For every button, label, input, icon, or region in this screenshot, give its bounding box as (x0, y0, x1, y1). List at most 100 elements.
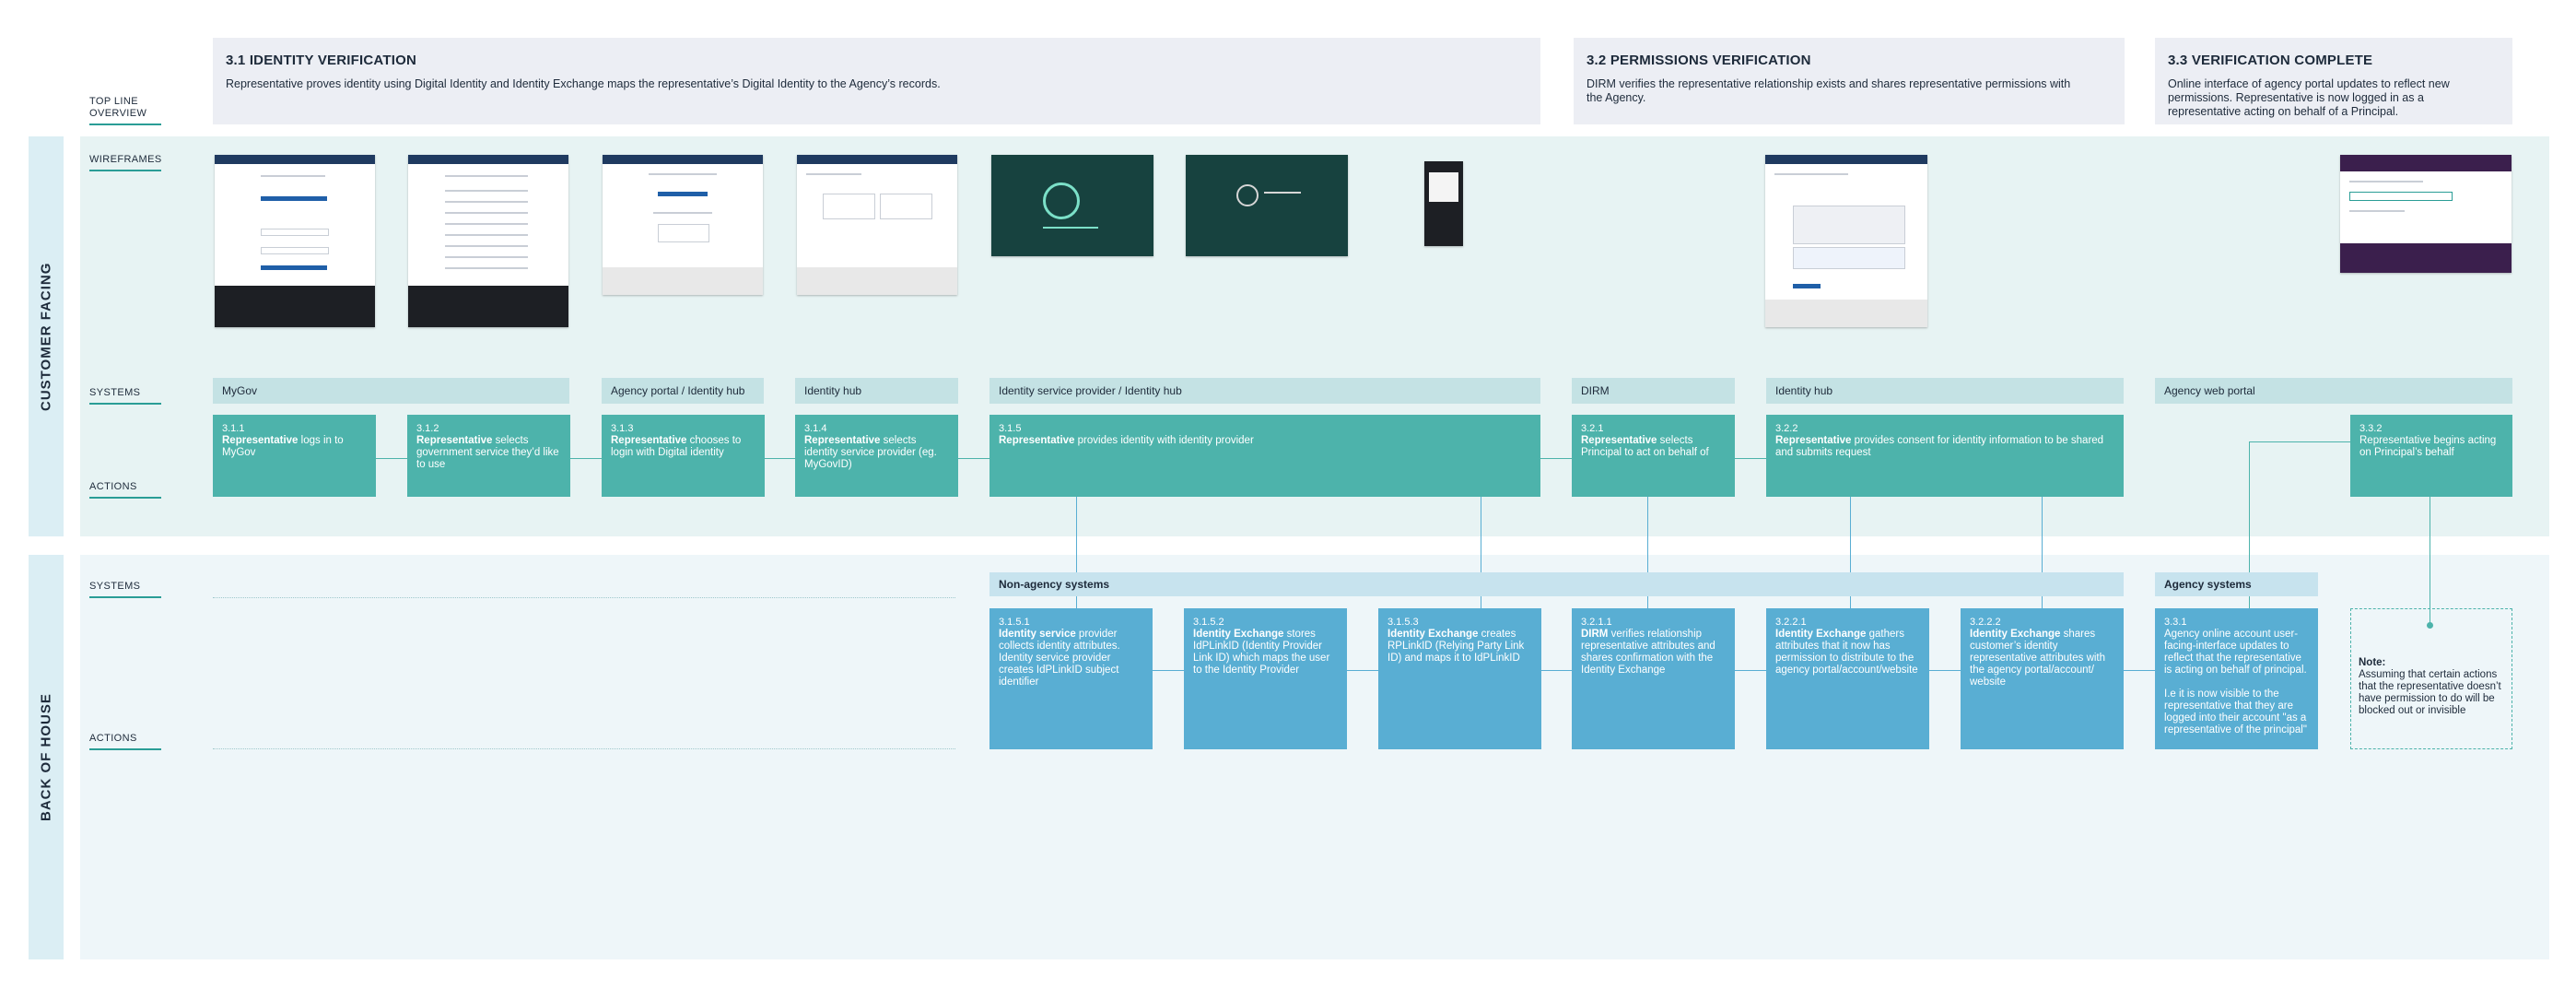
system-agency: Agency systems (2155, 572, 2318, 596)
action-text: chooses to login with Digital identity (611, 435, 742, 458)
phase-desc: Online interface of agency portal update… (2168, 77, 2450, 118)
systems-cf-row-label: SYSTEMS (89, 387, 161, 405)
system-non-agency: Non-agency systems (989, 572, 2124, 596)
phase-desc: Representative proves identity using Dig… (226, 77, 941, 90)
action-num: 3.3.2 (2359, 423, 2383, 434)
mygov-services-wireframe (408, 155, 568, 327)
system-identity-hub-2: Identity hub (1766, 378, 2124, 404)
action-num: 3.1.5 (999, 423, 1022, 434)
connector-line (763, 458, 798, 459)
action-text: creates RPLinkID (Relying Party Link ID)… (1388, 629, 1525, 664)
action-text: logs in to MyGov (222, 435, 344, 458)
section-back-of-house-label: BACK OF HOUSE (38, 693, 54, 821)
note-text: Assuming that certain actions that the r… (2359, 669, 2501, 716)
connector-line (568, 458, 603, 459)
action-text: provider collects identity attributes. I… (999, 629, 1120, 688)
action-num: 3.1.4 (804, 423, 827, 434)
action-actor: Identity service (999, 629, 1076, 640)
top-line-overview-label: TOP LINE OVERVIEW (89, 96, 161, 125)
connector-vertical (1850, 497, 1851, 609)
action-num: 3.1.5.1 (999, 617, 1030, 628)
action-text: selects identity service provider (eg. M… (804, 435, 937, 470)
system-identity-hub: Identity hub (795, 378, 958, 404)
mobile-app-wireframe (1424, 161, 1463, 246)
action-actor: Representative (1581, 435, 1657, 446)
connector-vertical (1647, 497, 1648, 609)
action-text: selects Principal to act on behalf of (1581, 435, 1709, 458)
action-actor: Representative (611, 435, 687, 446)
action-text: selects government service they’d like t… (416, 435, 559, 470)
digital-identity-login-wireframe (603, 155, 763, 295)
code-verify-wireframe (1186, 155, 1348, 256)
connector-line (1345, 670, 1380, 671)
phase-title: 3.2 PERMISSIONS VERIFICATION (1587, 53, 1811, 68)
phase-identity-verification: 3.1 IDENTITY VERIFICATION Representative… (213, 38, 1540, 124)
phase-permissions-verification: 3.2 PERMISSIONS VERIFICATION DIRM verifi… (1574, 38, 2125, 124)
action-num: 3.2.2.1 (1775, 617, 1807, 628)
action-text: provides identity with identity provider (1074, 435, 1254, 446)
wireframes-row-label: WIREFRAMES (89, 154, 161, 171)
note-label: Note: (2359, 657, 2386, 668)
system-agency-portal-identity-hub: Agency portal / Identity hub (602, 378, 764, 404)
phase-desc: DIRM verifies the representative relatio… (1587, 77, 2071, 104)
note-box: Note: Assuming that certain actions that… (2350, 608, 2512, 749)
action-num: 3.1.5.3 (1388, 617, 1419, 628)
connector-vertical (1076, 497, 1077, 609)
connector-line (957, 458, 992, 459)
identity-provider-select-wireframe (797, 155, 957, 295)
actions-cf-row-label: ACTIONS (89, 481, 161, 499)
action-num: 3.2.2 (1775, 423, 1798, 434)
section-customer-facing-label: CUSTOMER FACING (38, 262, 54, 411)
action-text-extra: I.e it is now visible to the representat… (2164, 688, 2307, 735)
mygov-login-wireframe (215, 155, 375, 327)
dotted-guide (213, 748, 955, 749)
connector-line (374, 458, 409, 459)
action-text: gathers attributes that it now has permi… (1775, 629, 1918, 676)
system-mygov: MyGov (213, 378, 569, 404)
action-actor: Identity Exchange (1775, 629, 1867, 640)
agency-portal-wireframe (2340, 155, 2512, 273)
connector-line (1734, 670, 1769, 671)
action-actor: Representative (1775, 435, 1852, 446)
action-actor: DIRM (1581, 629, 1609, 640)
action-actor: Representative (222, 435, 299, 446)
action-text: Agency online account user-facing-interf… (2164, 629, 2307, 676)
action-actor: Representative (804, 435, 881, 446)
systems-bh-row-label: SYSTEMS (89, 581, 161, 598)
action-actor: Representative (999, 435, 1075, 446)
action-actor: Identity Exchange (1970, 629, 2061, 640)
connector-line (1734, 458, 1769, 459)
action-num: 3.2.2.2 (1970, 617, 2001, 628)
actions-bh-row-label: ACTIONS (89, 733, 161, 750)
action-actor: Identity Exchange (1388, 629, 1479, 640)
action-text: verifies relationship representative att… (1581, 629, 1715, 676)
action-text: stores IdPLinkID (Identity Provider Link… (1193, 629, 1330, 676)
phase-verification-complete: 3.3 VERIFICATION COMPLETE Online interfa… (2155, 38, 2512, 124)
section-back-of-house: BACK OF HOUSE (29, 555, 64, 959)
system-agency-web-portal: Agency web portal (2155, 378, 2512, 404)
action-num: 3.1.3 (611, 423, 634, 434)
action-num: 3.3.1 (2164, 617, 2187, 628)
fingerprint-verify-wireframe (991, 155, 1153, 256)
section-customer-facing: CUSTOMER FACING (29, 136, 64, 536)
connector-line (1151, 670, 1186, 671)
connector-3-3-1-to-3-3-2 (2249, 441, 2350, 442)
phase-title: 3.1 IDENTITY VERIFICATION (226, 53, 416, 68)
action-text: provides consent for identity informatio… (1775, 435, 2104, 458)
connector-dot (2427, 622, 2433, 629)
